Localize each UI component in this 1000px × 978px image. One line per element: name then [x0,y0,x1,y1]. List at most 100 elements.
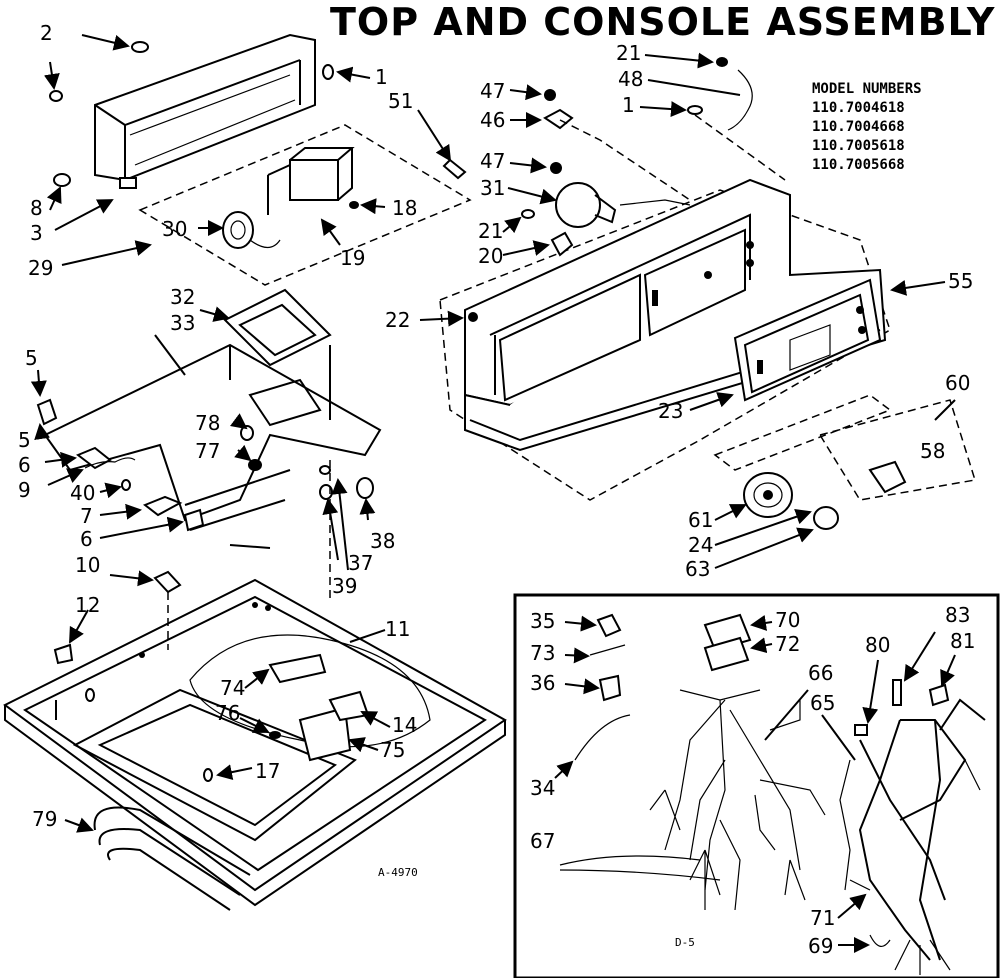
screw-icon [468,312,478,322]
switch-icon [268,653,327,684]
callout-6: 6 [18,453,31,477]
drawing-code: A-4970 [378,866,418,879]
callout-36: 36 [530,671,555,695]
callout-72: 72 [775,632,800,656]
callout-21: 21 [478,219,503,243]
console-panel-part [464,178,887,452]
callout-63: 63 [685,557,710,581]
callout-5: 5 [25,346,38,370]
switch-icon [550,231,574,257]
callout-67: 67 [530,829,555,853]
knob-icon [743,472,793,518]
lid-switch-part [269,690,370,762]
connector-block-icon [703,613,752,672]
lid-ring-part [93,806,251,911]
callout-2: 2 [40,21,53,45]
model-number: 110.7004668 [812,119,905,135]
clip-icon [589,644,626,656]
callout-66: 66 [808,661,833,685]
callout-39: 39 [332,574,357,598]
callout-19: 19 [340,246,365,270]
knob-icon [550,162,562,174]
callout-58: 58 [920,439,945,463]
connector-icon [869,934,891,947]
clip-icon [543,108,574,130]
callout-38: 38 [370,529,395,553]
callout-22: 22 [385,308,410,332]
support-bracket-part [43,288,382,531]
callout-81: 81 [950,629,975,653]
callout-21: 21 [616,41,641,65]
callout-37: 37 [348,551,373,575]
screw-icon [203,768,213,782]
wire-lead-icon [574,714,631,761]
clip-icon [142,495,183,517]
callout-32: 32 [170,285,195,309]
screw-icon [716,57,728,67]
callout-10: 10 [75,553,100,577]
callout-3: 3 [30,221,43,245]
callout-48: 48 [618,67,643,91]
callout-80: 80 [865,633,890,657]
nut-icon [248,459,262,471]
washer-top-part [3,578,507,907]
screw-icon [131,41,149,53]
callout-74: 74 [220,676,245,700]
model-number: 110.7005668 [812,157,905,173]
clip-icon [598,674,622,702]
callout-17: 17 [255,759,280,783]
bracket-icon [76,446,112,470]
screw-icon [687,105,703,115]
clip-icon [319,465,331,475]
callout-18: 18 [392,196,417,220]
callout-51: 51 [388,89,413,113]
connector-icon [928,683,950,707]
callout-73: 73 [530,641,555,665]
callout-40: 40 [70,481,95,505]
callout-31: 31 [480,176,505,200]
model-number: 110.7004618 [812,100,905,116]
callout-23: 23 [658,399,683,423]
callout-47: 47 [480,79,505,103]
screw-icon [49,90,63,102]
callout-35: 35 [530,609,555,633]
connector-icon [892,679,902,706]
clip-icon [183,508,205,532]
callout-75: 75 [380,738,405,762]
callout-14: 14 [392,713,417,737]
backsplash-part [94,33,316,189]
callout-65: 65 [810,691,835,715]
callout-76: 76 [215,701,240,725]
inset-code: D-5 [675,936,695,949]
callout-11: 11 [385,617,410,641]
callout-61: 61 [688,508,713,532]
model-number: 110.7005618 [812,138,905,154]
screw-icon [521,209,535,219]
callout-20: 20 [478,244,503,268]
callout-6: 6 [80,527,93,551]
bracket-icon [36,398,58,426]
callout-30: 30 [162,217,187,241]
knob-icon [813,506,839,530]
callout-9: 9 [18,478,31,502]
model-numbers-block: MODEL NUMBERS 110.7004618 110.7004668 11… [812,80,922,175]
diagram-title: TOP AND CONSOLE ASSEMBLY [330,0,996,44]
clip-icon [53,173,71,187]
callout-46: 46 [480,108,505,132]
connector-icon [849,879,871,891]
model-numbers-heading: MODEL NUMBERS [812,81,922,97]
callout-33: 33 [170,311,195,335]
connector-icon [596,613,622,638]
callout-69: 69 [808,934,833,958]
control-panel-part [733,278,882,402]
callout-34: 34 [530,776,555,800]
screw-icon [121,479,131,491]
callout-78: 78 [195,411,220,435]
timer-motor-part [555,182,691,228]
callout-8: 8 [30,196,43,220]
grommet-icon [53,643,74,665]
callout-1: 1 [622,93,635,117]
spring-icon [84,457,136,469]
callout-7: 7 [80,504,93,528]
